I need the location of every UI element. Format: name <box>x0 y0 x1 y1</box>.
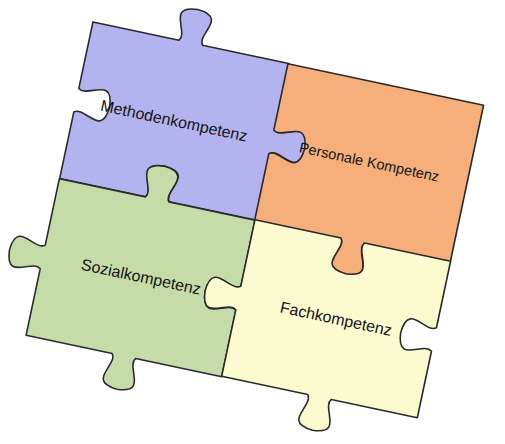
piece-shape <box>181 213 450 444</box>
puzzle-piece: Fachkompetenz <box>179 177 493 444</box>
